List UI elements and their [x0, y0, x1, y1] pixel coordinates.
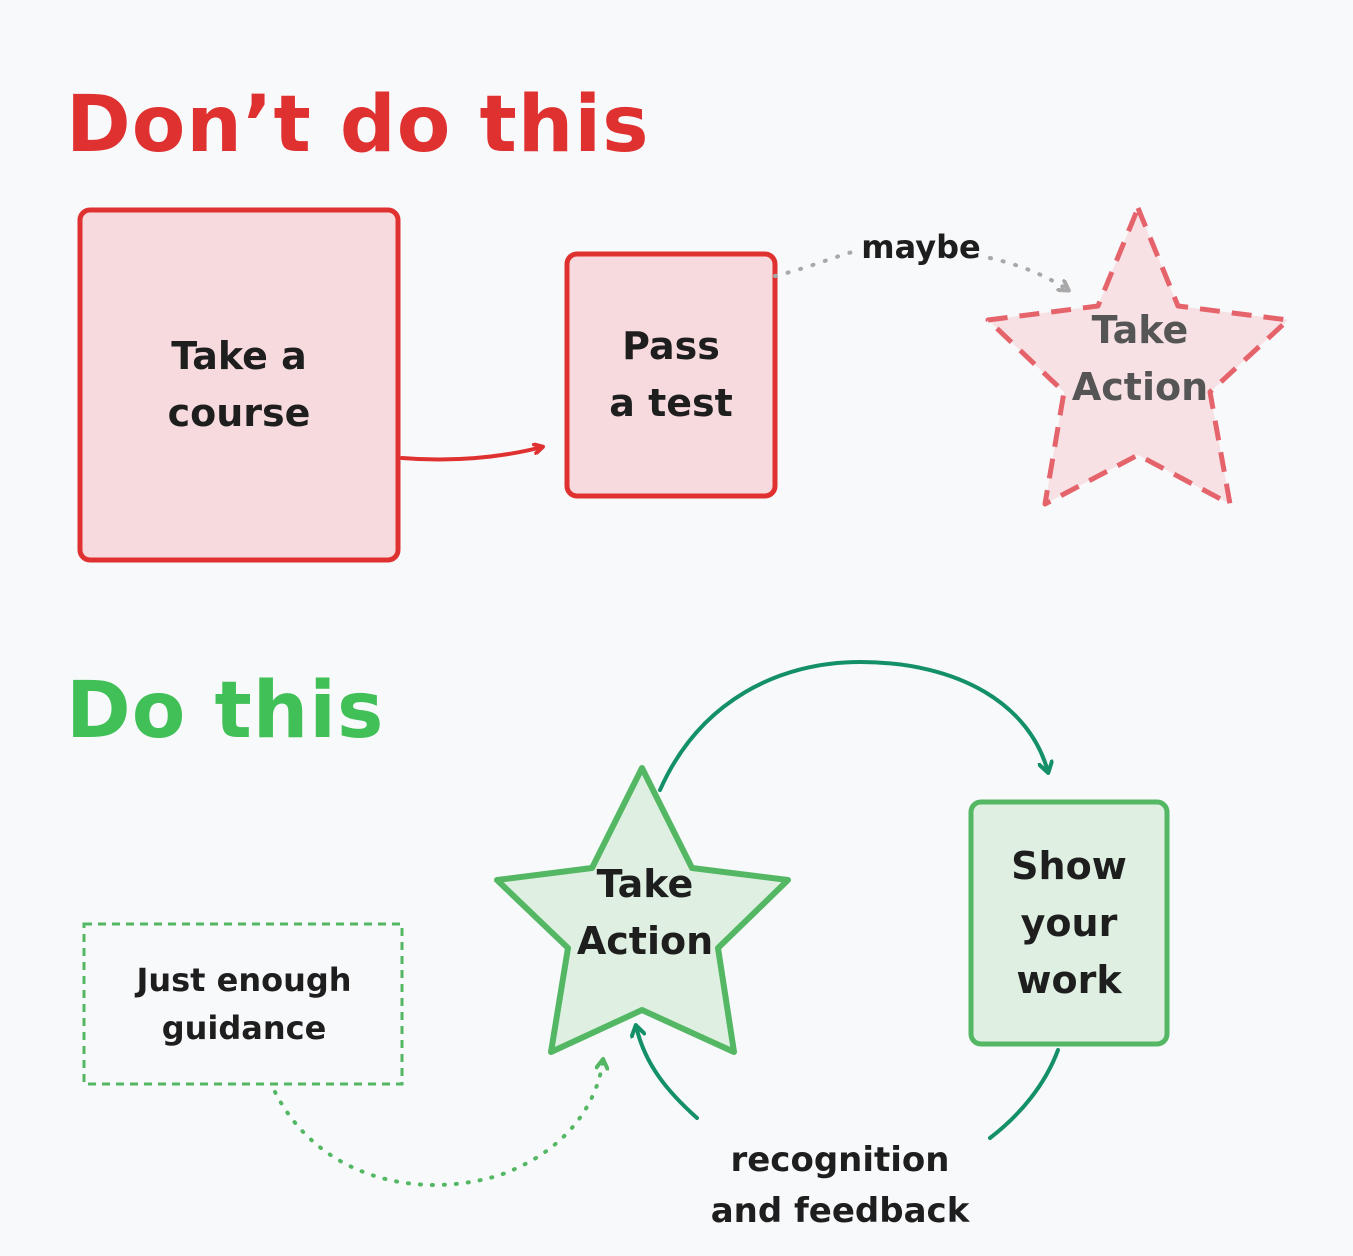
maybe-label: maybe	[846, 222, 996, 272]
pass-a-test-box	[564, 251, 778, 499]
take-action-solid-label: Take Action	[548, 848, 742, 978]
take-a-course-line-2: course	[167, 391, 311, 435]
course-to-test-arrow	[400, 447, 542, 462]
guidance-to-action-dotted-arrow	[273, 1060, 603, 1187]
pass-a-test-line-1: Pass	[622, 324, 720, 368]
maybe-text: maybe	[861, 228, 981, 266]
feedback-line-1: recognition	[730, 1140, 950, 1180]
feedback-to-action-arrow	[636, 1026, 699, 1120]
just-enough-guidance-box	[82, 922, 404, 1086]
take-action-solid-line-1: Take	[596, 862, 694, 906]
take-action-dashed-line-1: Take	[1091, 308, 1189, 352]
feedback-line-2: and feedback	[710, 1191, 970, 1231]
action-to-work-arrow	[658, 659, 1048, 792]
take-action-dashed-label: Take Action	[1040, 292, 1240, 426]
take-a-course-box	[77, 207, 401, 563]
do-this-heading: Do this	[66, 666, 385, 756]
show-your-work-line-2: your	[1020, 900, 1118, 945]
take-a-course-label: Take a course	[80, 210, 398, 560]
show-your-work-line-1: Show	[1011, 843, 1127, 888]
dont-do-this-heading: Don’t do this	[66, 80, 650, 170]
just-enough-guidance-label: Just enough guidance	[86, 926, 402, 1082]
maybe-dotted-arrow	[773, 248, 1068, 290]
take-action-star-dashed	[985, 205, 1291, 507]
recognition-feedback-label: recognition and feedback	[690, 1128, 990, 1244]
show-your-work-box	[968, 799, 1170, 1047]
work-arc-to-feedback	[988, 1048, 1060, 1140]
guidance-line-2: guidance	[161, 1009, 327, 1047]
take-action-dashed-line-2: Action	[1071, 365, 1209, 409]
take-action-star-solid	[494, 765, 791, 1055]
pass-a-test-line-2: a test	[609, 381, 733, 425]
show-your-work-line-3: work	[1016, 957, 1122, 1002]
take-a-course-line-1: Take a	[171, 334, 307, 378]
guidance-line-1: Just enough	[136, 961, 352, 999]
pass-a-test-label: Pass a test	[567, 254, 775, 496]
show-your-work-label: Show your work	[971, 802, 1167, 1044]
take-action-solid-line-2: Action	[576, 919, 714, 963]
